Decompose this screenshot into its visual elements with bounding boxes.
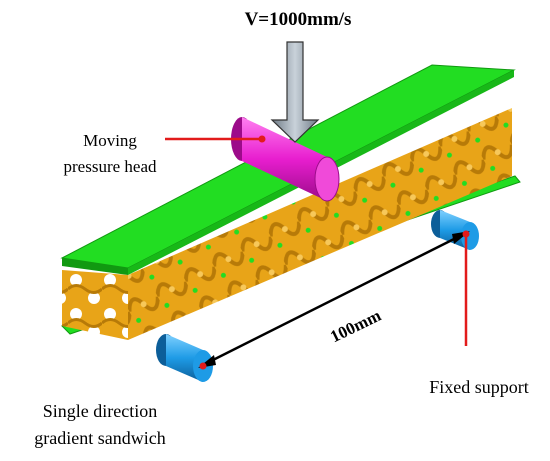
top-face-sheet-front-edge [62,258,128,275]
sandwich-label-line1: Single direction [43,401,157,421]
pressure-head-label-line1: Moving [83,131,137,150]
fixed-support-near [156,334,213,382]
leader-lines [165,135,470,370]
pressure-head-label-line2: pressure head [64,157,157,176]
velocity-arrow [270,41,320,143]
distance-label: 100mm [327,306,384,347]
fixed-support-far [431,210,479,250]
core-side-face [128,108,512,340]
core-end-face [62,270,128,340]
sandwich-label-line2: gradient sandwich [34,428,165,448]
fixed-support-label: Fixed support [429,377,529,397]
velocity-label: V=1000mm/s [245,9,352,30]
